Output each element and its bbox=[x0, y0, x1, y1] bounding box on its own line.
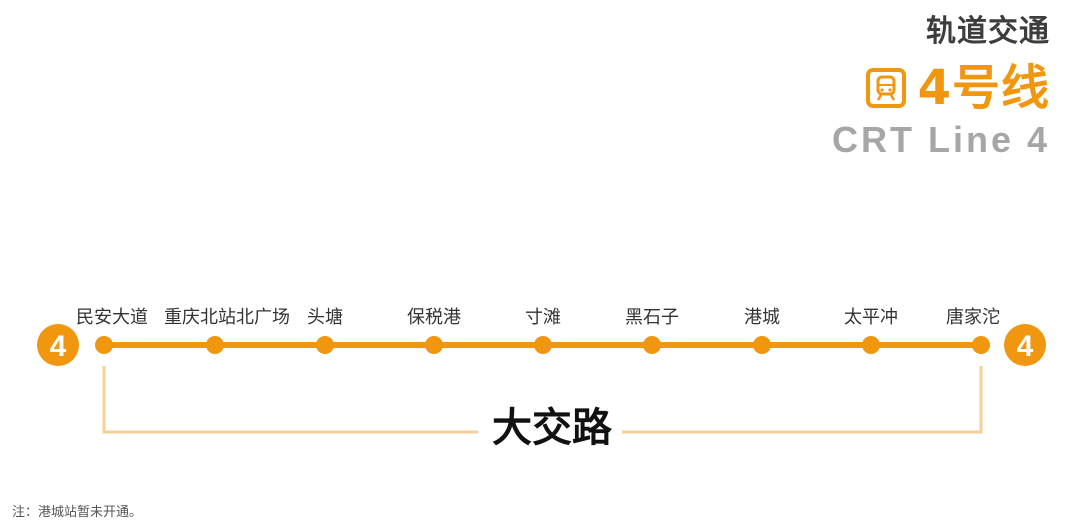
station-label: 民安大道 bbox=[76, 307, 148, 328]
line-name: 4号线 bbox=[917, 60, 1050, 116]
svg-text:4: 4 bbox=[50, 330, 67, 363]
category-title: 轨道交通 bbox=[926, 14, 1050, 49]
route-bracket-left bbox=[102, 366, 478, 434]
station-dot bbox=[95, 336, 113, 354]
station-label: 港城 bbox=[744, 307, 780, 328]
station-dot bbox=[316, 336, 334, 354]
line-badge-left: 4 bbox=[37, 324, 79, 366]
station-label: 寸滩 bbox=[525, 307, 561, 328]
station-dot bbox=[534, 336, 552, 354]
title-block: 轨道交通 4号线 CRT Line 4 bbox=[832, 10, 1050, 162]
station-label: 重庆北站北广场 bbox=[164, 307, 290, 328]
svg-text:4: 4 bbox=[1017, 330, 1034, 363]
station-dot bbox=[206, 336, 224, 354]
station-dot bbox=[753, 336, 771, 354]
footnote: 注：港城站暂未开通。 bbox=[12, 505, 143, 520]
line-name-english: CRT Line 4 bbox=[831, 119, 1050, 160]
station-label: 唐家沱 bbox=[946, 307, 1000, 328]
station-label: 太平冲 bbox=[844, 307, 898, 328]
station-dot bbox=[862, 336, 880, 354]
train-icon bbox=[865, 68, 906, 108]
station-label: 保税港 bbox=[407, 307, 461, 328]
station-dot bbox=[425, 336, 443, 354]
station-label: 头塘 bbox=[307, 307, 343, 328]
line-title-row: 4号线 bbox=[832, 60, 1050, 116]
station-label: 黑石子 bbox=[625, 307, 679, 328]
route-bracket-right bbox=[622, 366, 983, 434]
station-dot bbox=[643, 336, 661, 354]
station-dot bbox=[972, 336, 990, 354]
route-label: 大交路 bbox=[482, 400, 622, 456]
line-badge-right: 4 bbox=[1004, 324, 1046, 366]
